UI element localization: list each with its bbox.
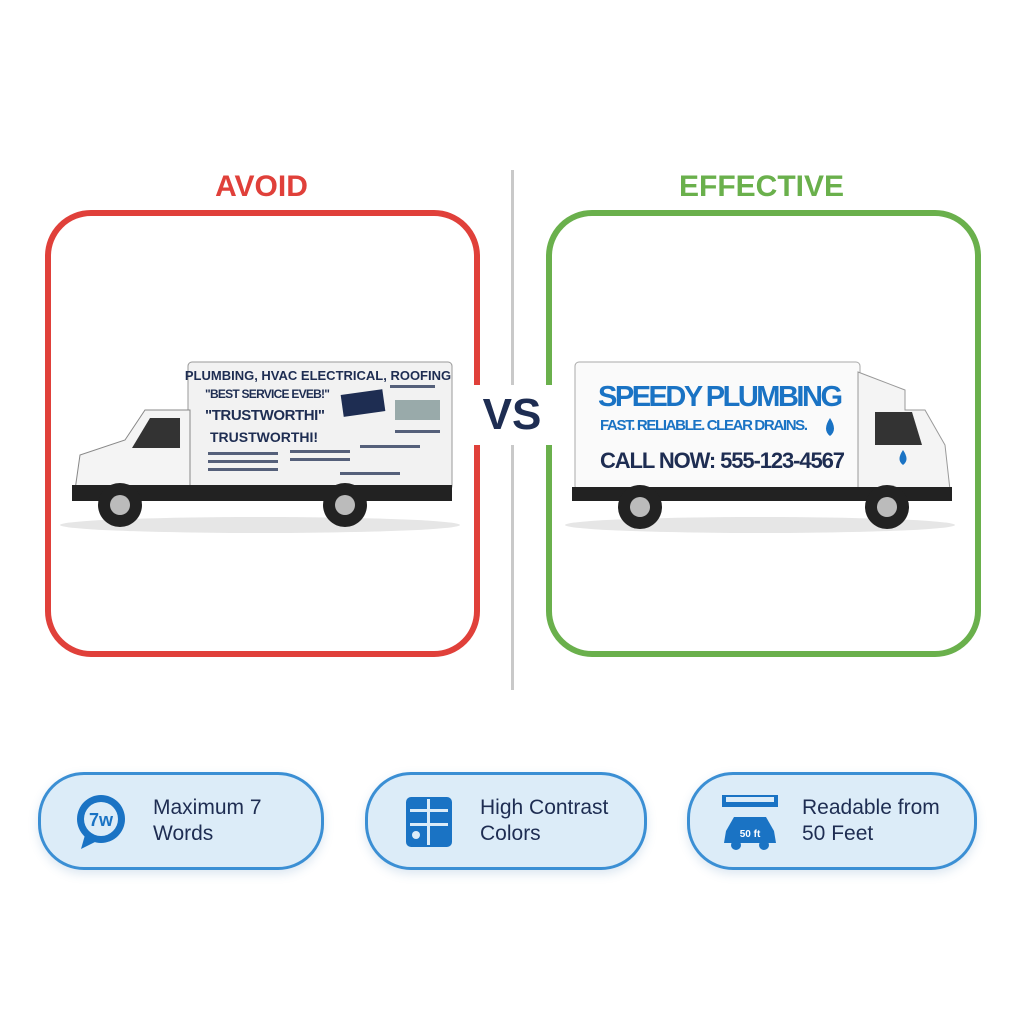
- tip-max-words: 7w Maximum 7 Words: [38, 772, 324, 870]
- clutter-headline: PLUMBING, HVAC ELECTRICAL, ROOFING: [185, 368, 451, 383]
- tip-line2: Words: [153, 822, 214, 845]
- vs-label: VS: [462, 385, 562, 445]
- cab-drop-icon: [899, 450, 907, 465]
- tip-line1: High Contrast: [480, 796, 609, 819]
- tagline: FAST. RELIABLE. CLEAR DRAINS.: [600, 417, 808, 434]
- svg-text:7w: 7w: [89, 810, 114, 830]
- tip-readable-distance: 50 ft Readable from 50 Feet: [687, 772, 977, 870]
- water-drop-icon: [826, 418, 834, 436]
- clutter-line3: TRUSTWORTHI!: [210, 429, 318, 445]
- clean-truck: SPEEDY PLUMBING FAST. RELIABLE. CLEAR DR…: [565, 361, 955, 533]
- cluttered-truck: PLUMBING, HVAC ELECTRICAL, ROOFING "BEST…: [60, 361, 460, 533]
- svg-text:50 ft: 50 ft: [740, 829, 761, 840]
- contrast-grid-icon: [406, 797, 452, 847]
- brand-name: SPEEDY PLUMBING: [598, 381, 843, 413]
- tip-line1: Maximum 7: [153, 796, 262, 819]
- ruler-car-icon: 50 ft: [722, 795, 778, 850]
- clutter-line1: "BEST SERVICE EVEB!": [205, 387, 330, 401]
- tip-line2: 50 Feet: [802, 822, 874, 845]
- avoid-title: AVOID: [215, 170, 308, 203]
- tip-line1: Readable from: [802, 796, 940, 819]
- call-to-action: CALL NOW: 555-123-4567: [600, 448, 845, 473]
- tip-line2: Colors: [480, 822, 541, 845]
- clutter-patch: [395, 400, 440, 420]
- speech-bubble-7w-icon: 7w: [77, 795, 125, 849]
- effective-title: EFFECTIVE: [678, 170, 844, 203]
- clutter-sticker: [340, 389, 386, 417]
- clutter-line2: "TRUSTWORTHI": [205, 407, 325, 424]
